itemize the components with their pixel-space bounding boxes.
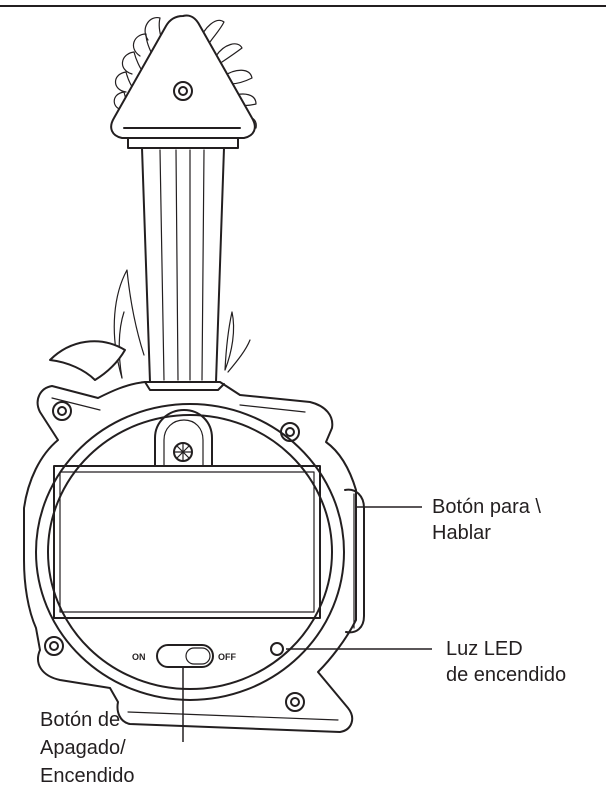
switch-off-label: OFF [218,652,236,662]
screw-icon [44,636,64,656]
led-label-line-2: de encendido [446,664,567,686]
power-switch-label: Botón de Apagado/ Encendido [40,706,135,790]
led-indicator [270,642,284,656]
screw-icon [173,81,193,101]
led-label: Luz LED de encendido [446,636,566,688]
body-screws [44,401,305,712]
screw-icon [280,422,300,442]
led-label-line-1: Luz LED [446,638,523,660]
power-switch-label-line-2: Apagado/ [40,737,126,759]
talk-button-label-line-2: Hablar [432,522,491,544]
device-body [23,381,365,733]
talk-button-label: Botón para \ Hablar [432,494,541,546]
battery-compartment [53,409,321,619]
talk-button-label-line-1: Botón para \ [432,496,541,518]
screw-icon [52,401,72,421]
power-switch-label-line-1: Botón de [40,709,121,731]
screw-icon [285,692,305,712]
power-switch[interactable]: ON OFF [132,644,236,668]
power-switch-label-line-3: Encendido [40,765,135,787]
switch-on-label: ON [132,652,146,662]
decorative-petals [49,269,251,381]
screw-icon [173,442,193,462]
antenna-head [110,14,256,149]
antenna-shaft [141,147,225,383]
